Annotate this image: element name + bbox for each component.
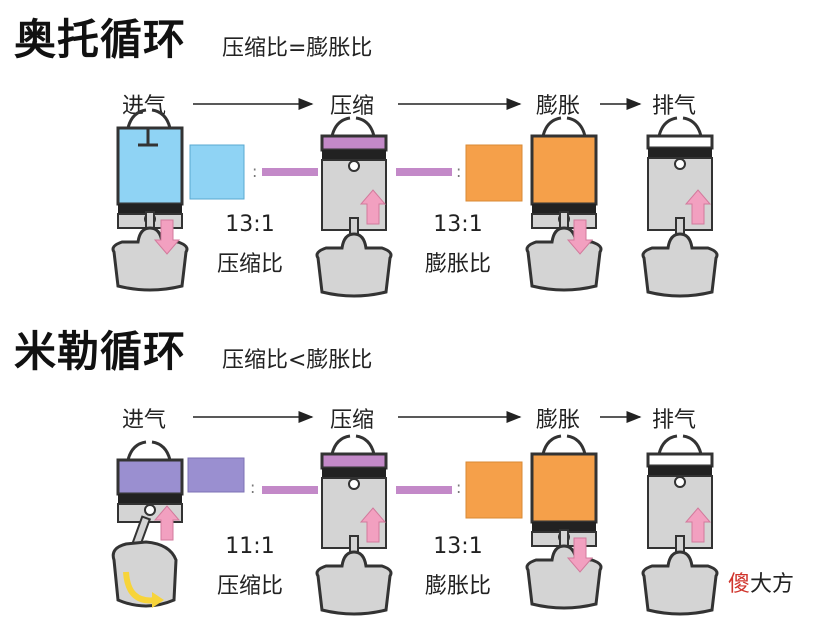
miller-expansion-ratio-value: 13:1 <box>433 534 483 559</box>
otto-cycle-title: 奥托循环 <box>14 15 187 64</box>
miller-cycle-title: 米勒循环 <box>14 327 187 376</box>
svg-text::: : <box>456 478 461 497</box>
miller-expansion-ratio-label: 膨胀比 <box>424 574 491 599</box>
otto-cylinder-exhaust <box>641 116 719 298</box>
otto-stage-exhaust: 排气 <box>652 94 697 119</box>
otto-expansion-ratio-value: 13:1 <box>433 212 483 237</box>
otto-cycle-subtitle: 压缩比=膨胀比 <box>222 36 373 61</box>
otto-cylinder-expansion <box>525 116 603 292</box>
watermark-part2: 大方 <box>750 572 795 597</box>
svg-text::: : <box>456 162 461 181</box>
miller-cycle-subtitle: 压缩比<膨胀比 <box>222 348 373 373</box>
otto-stage-intake: 进气 <box>122 94 167 119</box>
miller-stage-expansion: 膨胀 <box>536 408 581 433</box>
otto-expansion-volume <box>465 144 523 202</box>
otto-expansion-ratio-label: 膨胀比 <box>424 252 491 277</box>
miller-compression-ratio-label: 压缩比 <box>216 574 283 599</box>
otto-intake-volume <box>189 144 245 200</box>
watermark: 傻大方 <box>728 566 794 598</box>
miller-cylinder-exhaust <box>641 434 719 616</box>
otto-stage-expansion: 膨胀 <box>536 94 581 119</box>
otto-cylinder-intake <box>111 108 189 292</box>
miller-compression-ratio-value: 11:1 <box>225 534 275 559</box>
watermark-part1: 傻 <box>728 572 751 597</box>
otto-compressed-volume <box>262 168 318 176</box>
miller-stage-compression: 压缩 <box>330 408 375 433</box>
miller-intake-volume <box>187 457 245 493</box>
miller-stage-intake: 进气 <box>122 408 167 433</box>
miller-expansion-volume <box>465 461 523 519</box>
otto-compression-ratio-label: 压缩比 <box>216 252 283 277</box>
otto-compressed-volume-2 <box>396 168 452 176</box>
svg-text::: : <box>250 478 255 497</box>
miller-compressed-volume-2 <box>396 486 452 494</box>
otto-compression-ratio-value: 13:1 <box>225 212 275 237</box>
otto-cylinder-compression <box>315 116 393 298</box>
svg-text::: : <box>252 162 257 181</box>
miller-stage-exhaust: 排气 <box>652 408 697 433</box>
miller-cylinder-intake <box>111 440 184 608</box>
miller-cylinder-compression <box>315 434 393 616</box>
otto-stage-compression: 压缩 <box>330 94 375 119</box>
miller-cylinder-expansion <box>525 434 603 610</box>
miller-compressed-volume <box>262 486 318 494</box>
